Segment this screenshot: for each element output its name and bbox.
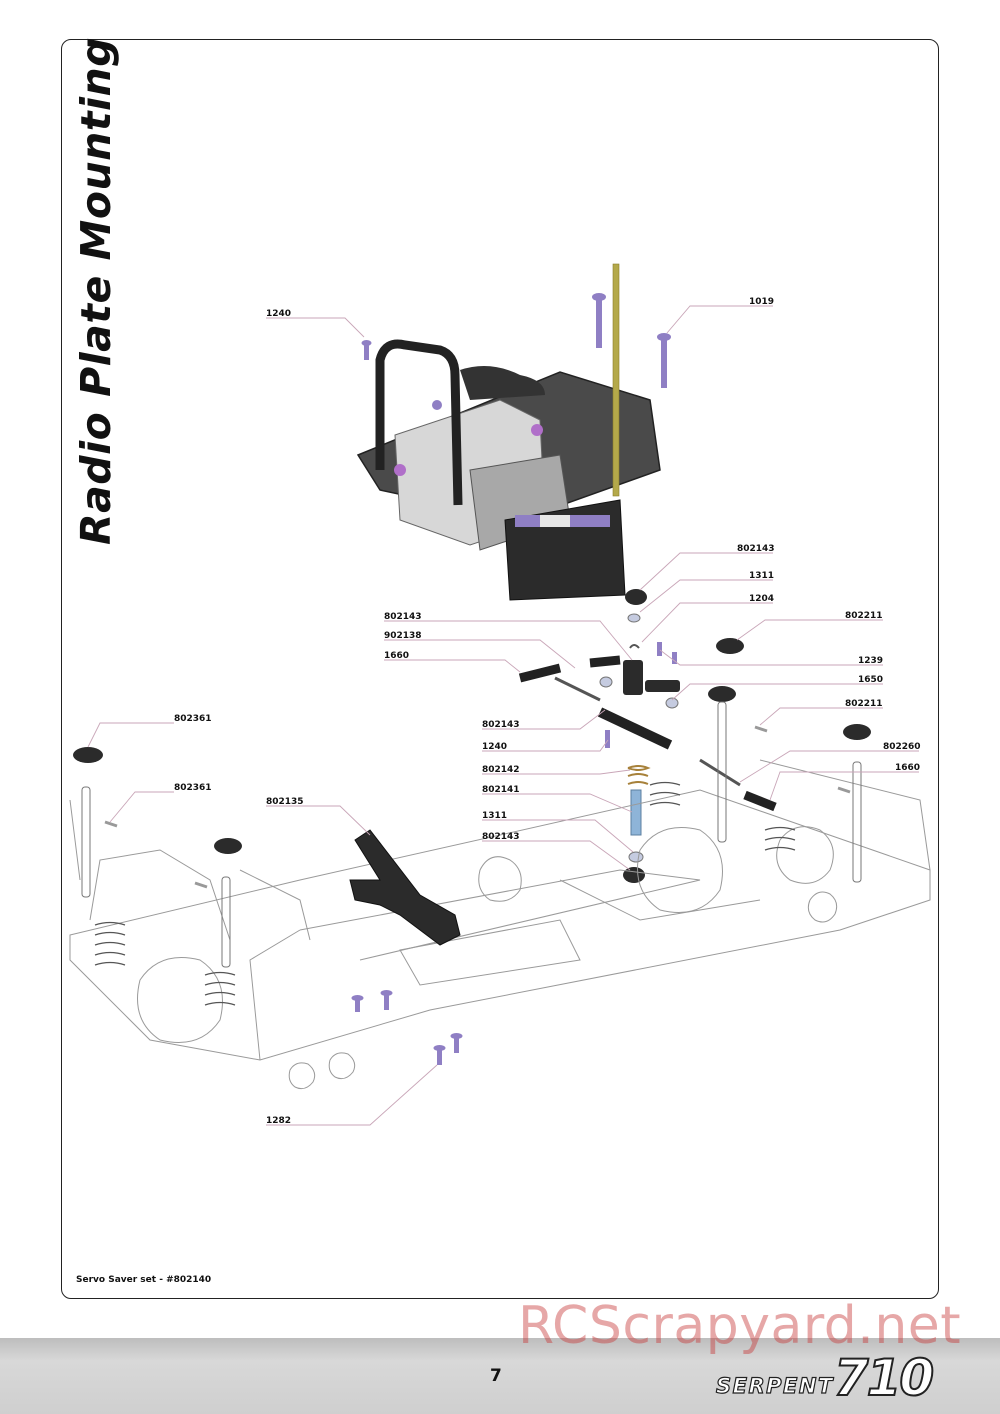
servo-saver-note: Servo Saver set - #802140 (76, 1275, 212, 1285)
label-802135: 802135 (266, 797, 304, 807)
label-1660-a: 1660 (384, 651, 409, 661)
label-802211-b: 802211 (845, 699, 883, 709)
antenna-tube (612, 263, 620, 497)
chassis-shock-coils (94, 781, 796, 1006)
label-802143-c: 802143 (482, 720, 520, 730)
label-802211-a: 802211 (845, 611, 883, 621)
body-clips (104, 725, 851, 889)
label-802141: 802141 (482, 785, 520, 795)
screw-1019-b (657, 333, 671, 388)
body-washers (73, 747, 242, 854)
label-1240-b: 1240 (482, 742, 507, 752)
label-902138: 902138 (384, 631, 422, 641)
label-1239: 1239 (858, 656, 883, 666)
leader-lines (87, 305, 919, 1126)
label-802361-b: 802361 (174, 783, 212, 793)
brand-logo: SERPENT710 (715, 1352, 935, 1404)
label-1019: 1019 (749, 297, 774, 307)
page-frame (61, 39, 939, 1299)
chassis-line-art (69, 759, 931, 1090)
label-802361-a: 802361 (174, 714, 212, 724)
label-802142: 802142 (482, 765, 520, 775)
rear-brace (349, 829, 461, 946)
label-802260: 802260 (883, 742, 921, 752)
page-number: 7 (490, 1366, 502, 1386)
label-802143-a: 802143 (737, 544, 775, 554)
brand-word: SERPENT (715, 1373, 834, 1398)
label-1204: 1204 (749, 594, 774, 604)
label-802143-d: 802143 (482, 832, 520, 842)
label-1282: 1282 (266, 1116, 291, 1126)
screw-1240-top (361, 340, 372, 360)
label-1650: 1650 (858, 675, 883, 685)
label-1311-a: 1311 (749, 571, 774, 581)
brand-model: 710 (833, 1349, 935, 1407)
body-posts (81, 701, 862, 968)
label-1240-top: 1240 (266, 309, 291, 319)
watermark: RCScrapyard.net (518, 1296, 962, 1356)
label-1311-b: 1311 (482, 811, 507, 821)
screws-1282 (351, 990, 463, 1065)
radio-plate-assembly (356, 339, 661, 601)
footer-bar (0, 1338, 1000, 1414)
servo-saver-parts (518, 589, 871, 883)
label-1660-b: 1660 (895, 763, 920, 773)
screw-1019-a (592, 293, 606, 348)
part-labels: 1240 1019 802143 1311 1204 802143 902138… (174, 297, 921, 1126)
label-802143-b: 802143 (384, 612, 422, 622)
